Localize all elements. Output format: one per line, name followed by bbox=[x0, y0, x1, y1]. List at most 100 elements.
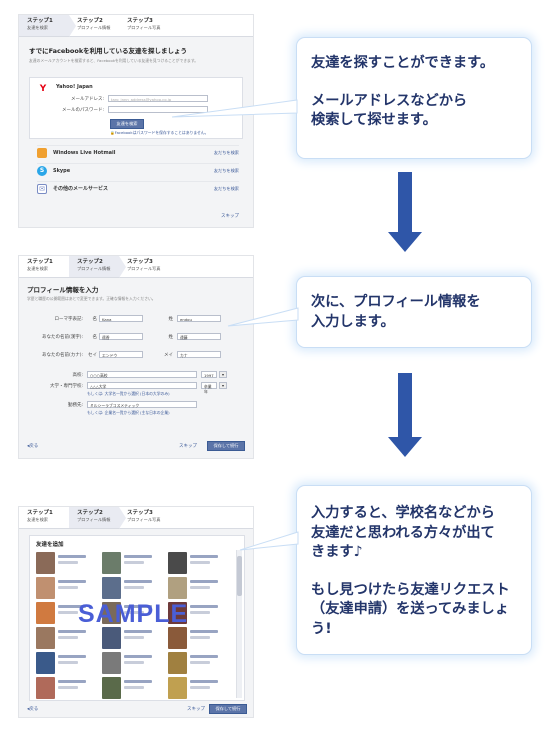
callout-pointer bbox=[239, 531, 299, 551]
service-row-other[interactable]: ✉ その他のメールサービス 友だちを検索 bbox=[37, 181, 239, 195]
step-title: ステップ1 bbox=[27, 259, 53, 265]
romaji-first-field[interactable]: Kana bbox=[99, 315, 143, 322]
callout-line: 次に、プロフィール情報を bbox=[311, 294, 481, 310]
avatar bbox=[102, 652, 121, 674]
employer-hint-link[interactable]: もしくは: 企業名一覧から選択 (主な日本の企業) bbox=[87, 410, 170, 415]
kana-last-field[interactable]: カナ bbox=[177, 351, 221, 358]
step-subtitle: 友達を検索 bbox=[27, 517, 48, 523]
friend-suggestion[interactable] bbox=[36, 600, 100, 628]
step-subtitle: プロフィール情報 bbox=[77, 517, 111, 523]
step-subtitle: プロフィール写真 bbox=[127, 517, 161, 523]
password-label: メールのパスワード: bbox=[61, 108, 104, 113]
scrollbar[interactable] bbox=[236, 550, 242, 698]
down-arrow-icon bbox=[388, 373, 422, 459]
password-field[interactable] bbox=[108, 106, 208, 113]
email-field[interactable]: taro_jnnn_address@yahoo.co.jp bbox=[108, 95, 208, 102]
friend-suggestion[interactable] bbox=[36, 625, 100, 653]
step-title: ステップ3 bbox=[127, 18, 153, 24]
avatar bbox=[168, 677, 187, 699]
scrollbar-thumb[interactable] bbox=[237, 556, 242, 596]
friend-suggestion[interactable] bbox=[168, 600, 232, 628]
avatar bbox=[102, 602, 121, 624]
save-continue-button[interactable]: 保存して続行 bbox=[207, 441, 245, 451]
callout-line bbox=[311, 74, 517, 92]
service-row-hotmail[interactable]: Windows Live Hotmail 友だちを検索 bbox=[37, 145, 239, 159]
back-link[interactable]: ◂戻る bbox=[27, 444, 39, 449]
down-arrow-icon bbox=[388, 172, 422, 254]
avatar bbox=[102, 677, 121, 699]
university-add-button[interactable]: ▾ bbox=[219, 382, 227, 389]
friend-suggestion[interactable] bbox=[168, 675, 232, 700]
save-continue-button[interactable]: 保存して続行 bbox=[209, 704, 247, 714]
callout-line: 検索して探せます。 bbox=[311, 112, 437, 129]
romaji-last-field[interactable]: endou bbox=[177, 315, 221, 322]
service-row-skype[interactable]: S Skype 友だちを検索 bbox=[37, 163, 239, 177]
service-action-link[interactable]: 友だちを検索 bbox=[213, 149, 239, 155]
school-add-button[interactable]: ▾ bbox=[219, 371, 227, 378]
callout-line: メールアドレスなどから bbox=[311, 92, 468, 109]
kanji-last-field[interactable]: 遠藤 bbox=[177, 333, 221, 340]
skip-link[interactable]: スキップ bbox=[179, 444, 197, 449]
avatar bbox=[102, 577, 121, 599]
skip-link[interactable]: スキップ bbox=[187, 707, 205, 712]
skype-icon: S bbox=[37, 165, 47, 176]
service-name: Skype bbox=[53, 167, 71, 174]
university-year-select[interactable]: 卒業年 bbox=[201, 382, 217, 394]
avatar bbox=[36, 677, 55, 699]
callout-pointer bbox=[171, 99, 298, 118]
romaji-first-prefix: 名 bbox=[92, 317, 98, 322]
school-year-select[interactable]: 1997 bbox=[201, 371, 217, 378]
friend-suggestion[interactable] bbox=[102, 650, 166, 678]
friend-suggestion[interactable] bbox=[168, 550, 232, 578]
friend-suggestions-box: 友達を追加 bbox=[29, 535, 245, 701]
university-hint-link[interactable]: もしくは: 大学名一覧から選択 (日本の大学のみ) bbox=[87, 391, 170, 396]
service-action-link[interactable]: 友だちを検索 bbox=[213, 185, 239, 191]
friend-suggestion[interactable] bbox=[36, 575, 100, 603]
friend-suggestion[interactable] bbox=[36, 550, 100, 578]
kana-first-field[interactable]: エンドウ bbox=[99, 351, 143, 358]
friend-suggestion[interactable] bbox=[168, 650, 232, 678]
callout-friend-request: 入力すると、学校名などから 友達だと思われる方々が出て きます♪ もし見つけたら… bbox=[296, 485, 532, 655]
password-note: 🔒Facebookはパスワードを保存することはありません。 bbox=[110, 130, 208, 136]
kanji-first-field[interactable]: 遥香 bbox=[99, 333, 143, 340]
step-title: ステップ1 bbox=[27, 510, 53, 516]
back-link[interactable]: ◂戻る bbox=[27, 707, 39, 712]
friend-suggestion[interactable] bbox=[102, 675, 166, 700]
avatar bbox=[36, 652, 55, 674]
romaji-label: ローマ字表記: bbox=[54, 317, 83, 322]
callout-line: 友達を探すことができます。 bbox=[311, 55, 495, 71]
employer-label: 勤務先: bbox=[67, 403, 83, 408]
employer-field[interactable]: ミルシーラブコスメティック bbox=[87, 401, 197, 408]
friend-suggestion[interactable] bbox=[102, 550, 166, 578]
service-name: Windows Live Hotmail bbox=[53, 149, 116, 156]
section-title: 友達を追加 bbox=[36, 542, 64, 548]
friend-suggestion[interactable] bbox=[102, 600, 166, 628]
friend-suggestion[interactable] bbox=[102, 575, 166, 603]
service-action-link[interactable]: 友だちを検索 bbox=[213, 167, 239, 173]
yahoo-search-card: Y Yahoo! Japan メールアドレス: taro_jnnn_addres… bbox=[29, 77, 243, 139]
friend-suggestion[interactable] bbox=[102, 625, 166, 653]
university-field[interactable]: △△△大学 bbox=[87, 382, 197, 389]
friend-suggestion[interactable] bbox=[36, 650, 100, 678]
friend-suggestion[interactable] bbox=[36, 675, 100, 700]
callout-find-friends: 友達を探すことができます。 メールアドレスなどから 検索して探せます。 bbox=[296, 37, 532, 159]
friend-suggestion[interactable] bbox=[168, 625, 232, 653]
school-field[interactable]: ○○○高校 bbox=[87, 371, 197, 378]
skip-link[interactable]: スキップ bbox=[221, 214, 239, 219]
find-friends-button[interactable]: 友達を検索 bbox=[110, 119, 144, 129]
friend-suggestion[interactable] bbox=[168, 575, 232, 603]
avatar bbox=[168, 602, 187, 624]
